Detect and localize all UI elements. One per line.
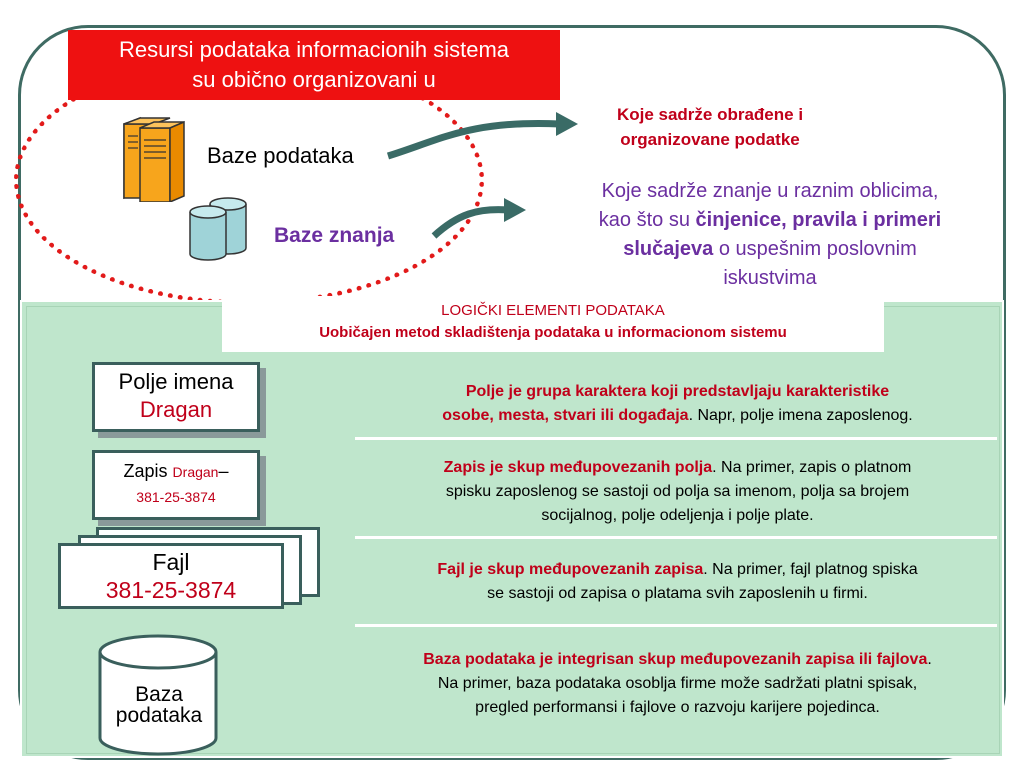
zapis-value: Dragan — [172, 464, 219, 480]
fajl-value: 381-25-3874 — [105, 577, 237, 603]
desc-highlight: Baza podataka je integrisan skup međupov… — [423, 651, 928, 668]
header-line-2: Uobičajen metod skladištenja podataka u … — [319, 324, 787, 341]
outer-frame — [18, 25, 1006, 760]
zapis-line: Zapis Dragan– — [95, 459, 257, 485]
desc-text: o uspešnim poslovnim — [713, 238, 917, 260]
baza-line-2: podataka — [115, 704, 203, 727]
arrow-icon-1 — [386, 112, 578, 160]
desc-highlight: Fajl je skup međupovezanih zapisa — [437, 561, 704, 578]
baza-label: Baza podataka — [102, 684, 216, 726]
desc-line: se sastoji od zapisa o platama svih zapo… — [487, 585, 868, 602]
baze-podataka-description: Koje sadrže obrađene i organizovane poda… — [560, 102, 860, 152]
zapis-label: Zapis — [123, 461, 173, 481]
desc-text: . Na primer, fajl platnog spiska — [703, 561, 918, 578]
polje-value: Dragan — [139, 397, 213, 422]
desc-line: Zapis je skup međupovezanih polja. Na pr… — [345, 456, 1010, 480]
database-icon — [189, 197, 247, 261]
polje-label: Polje imena — [118, 369, 234, 394]
desc-line: spisku zaposlenog se sastoji od polja sa… — [445, 483, 910, 500]
desc-line: Fajl je skup međupovezanih zapisa. Na pr… — [345, 558, 1010, 582]
fajl-box: Fajl 381-25-3874 — [58, 543, 284, 609]
desc-highlight: osobe, mesta, stvari ili događaja — [442, 407, 689, 424]
zapis-dash: – — [218, 461, 229, 481]
desc-highlight: Polje je grupa karaktera koji predstavlj… — [465, 383, 890, 400]
desc-line: osobe, mesta, stvari ili događaja. Napr,… — [345, 404, 1010, 428]
polje-box: Polje imena Dragan — [92, 362, 260, 432]
divider — [355, 536, 997, 539]
baza-line-1: Baza — [135, 683, 183, 706]
database-cylinder-icon — [98, 634, 218, 756]
title-box: Resursi podataka informacionih sistema s… — [68, 30, 560, 100]
arrow-icon-2 — [431, 198, 526, 239]
divider — [355, 624, 997, 627]
desc-text: kao što su — [598, 209, 696, 231]
polje-description: Polje je grupa karaktera koji predstavlj… — [345, 380, 1010, 428]
fajl-description: Fajl je skup međupovezanih zapisa. Na pr… — [345, 558, 1010, 606]
baze-znanja-label: Baze znanja — [274, 224, 395, 247]
divider — [355, 437, 997, 440]
desc-line: pregled performansi i fajlove o razvoju … — [475, 699, 880, 716]
desc-line: Baza podataka je integrisan skup međupov… — [345, 648, 1010, 672]
baza-description: Baza podataka je integrisan skup međupov… — [345, 648, 1010, 720]
desc-text: . Napr, polje imena zaposlenog. — [688, 407, 913, 424]
server-icon — [123, 116, 185, 202]
desc-line: socijalnog, polje odeljenja i polje plat… — [541, 507, 814, 524]
desc-highlight: Zapis je skup međupovezanih polja — [443, 459, 713, 476]
desc-line: iskustvima — [723, 267, 817, 289]
desc-line: Koje sadrže znanje u raznim oblicima, — [601, 180, 939, 202]
desc-line: kao što su činjenice, pravila i primeri — [530, 206, 1010, 235]
zapis-number: 381-25-3874 — [136, 489, 216, 505]
zapis-description: Zapis je skup međupovezanih polja. Na pr… — [345, 456, 1010, 528]
desc-emphasis: slučajeva — [623, 238, 714, 260]
desc-line: Na primer, baza podataka osoblja firme m… — [437, 675, 918, 692]
baze-podataka-label: Baze podataka — [207, 143, 354, 168]
desc-line: Koje sadrže obrađene i — [616, 105, 804, 124]
logical-elements-header: LOGIČKI ELEMENTI PODATAKA Uobičajen meto… — [222, 296, 884, 352]
title-line-1: Resursi podataka informacionih sistema — [118, 37, 510, 62]
baze-znanja-description: Koje sadrže znanje u raznim oblicima, ka… — [530, 177, 1010, 293]
desc-line: organizovane podatke — [620, 130, 800, 149]
desc-emphasis: činjenice, pravila i primeri — [695, 209, 942, 231]
desc-line: slučajeva o uspešnim poslovnim — [530, 235, 1010, 264]
zapis-box: Zapis Dragan– 381-25-3874 — [92, 450, 260, 520]
fajl-label: Fajl — [152, 549, 190, 575]
desc-text: . — [927, 651, 932, 668]
desc-text: . Na primer, zapis o platnom — [712, 459, 912, 476]
title-line-2: su obično organizovani u — [192, 67, 436, 92]
header-line-1: LOGIČKI ELEMENTI PODATAKA — [441, 302, 665, 319]
